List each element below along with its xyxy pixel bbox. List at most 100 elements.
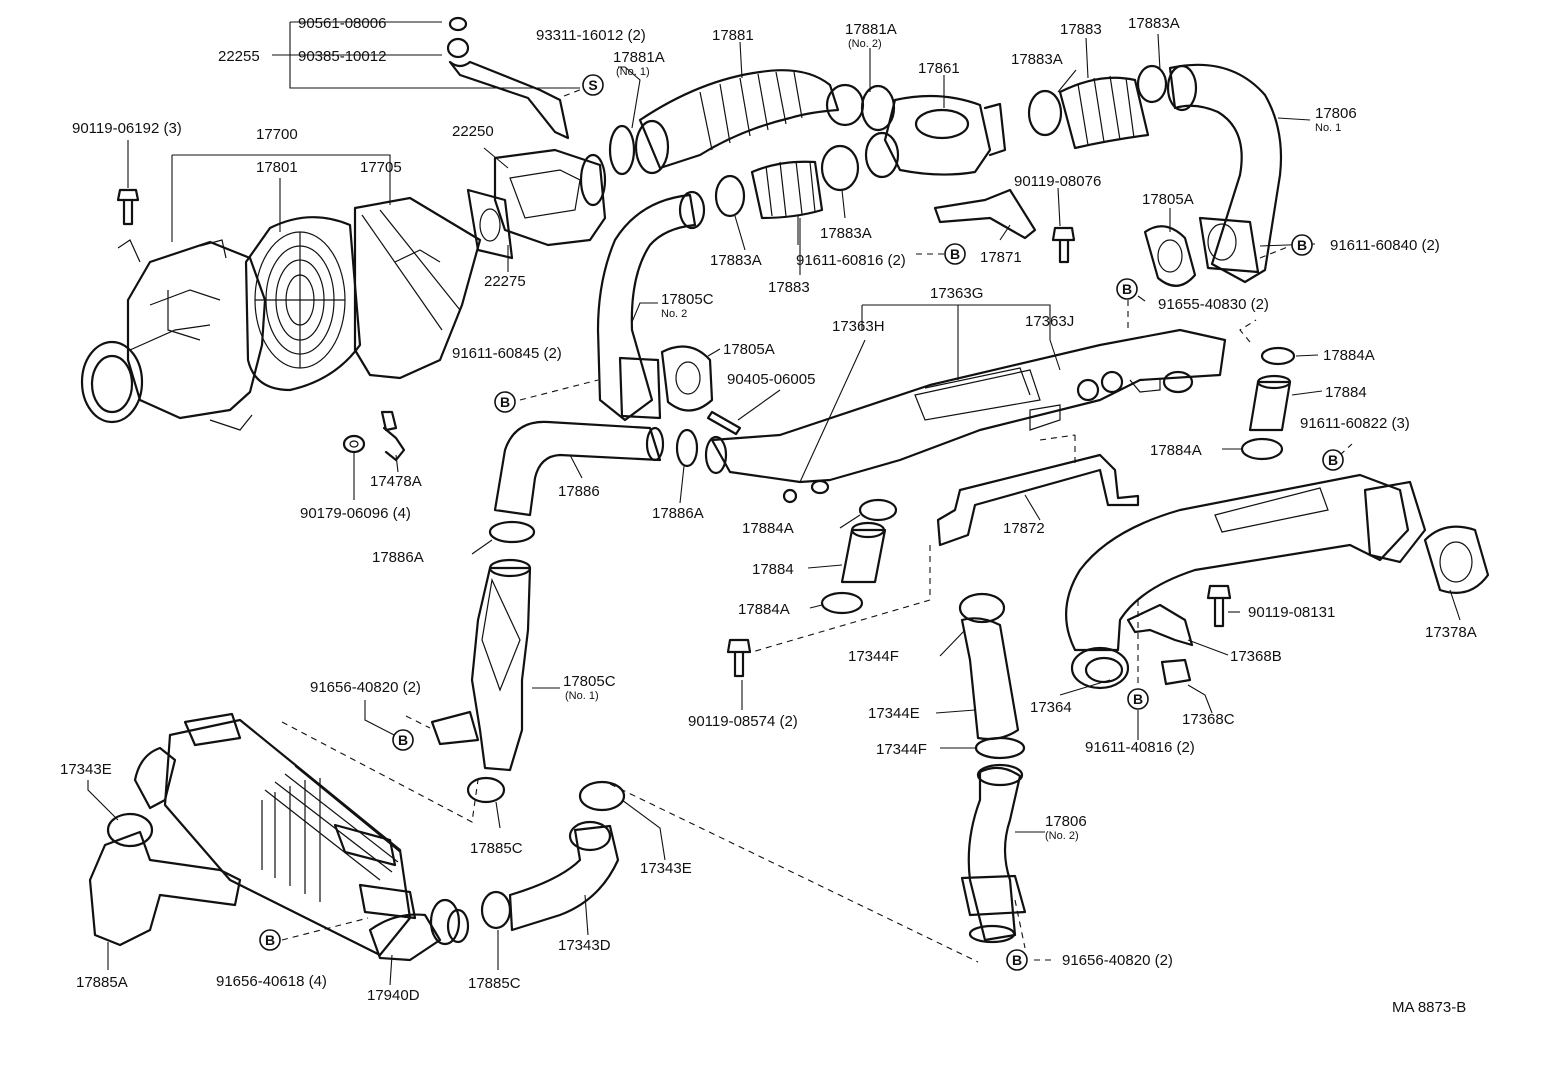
bolt-90119-08574	[726, 638, 752, 678]
svg-text:B: B	[1133, 691, 1143, 707]
label-17881a-no1-sub: (No. 1)	[616, 66, 650, 78]
label-17881a-no2-sub: (No. 2)	[848, 38, 882, 50]
label-91611-60816: 91611-60816 (2)	[796, 252, 906, 269]
label-17368c: 17368C	[1182, 711, 1235, 728]
circle-mark-b-upper-right: B	[1116, 278, 1138, 300]
label-17344f-top: 17344F	[848, 648, 899, 665]
label-17881: 17881	[712, 27, 754, 44]
label-17700: 17700	[256, 126, 298, 143]
label-91611-60822: 91611-60822 (3)	[1300, 415, 1410, 432]
label-22275: 22275	[484, 273, 526, 290]
gasket-17805a-mid	[660, 345, 714, 412]
label-90119-06192: 90119-06192 (3)	[72, 120, 182, 137]
intercooler-17940d	[163, 712, 470, 962]
hose-clamp-17886a-left	[488, 520, 536, 544]
label-17805c-no1: 17805C	[563, 673, 616, 690]
gasket-17805a-right	[1143, 225, 1197, 287]
air-hose-17883-upper	[1058, 64, 1168, 150]
svg-text:B: B	[1328, 452, 1338, 468]
air-pipe-17364	[1065, 473, 1427, 690]
label-17343e-left: 17343E	[60, 761, 112, 778]
hose-17884-center	[840, 521, 887, 584]
label-17881a-no2: 17881A	[845, 21, 897, 38]
label-22255: 22255	[218, 48, 260, 65]
label-90179-06096: 90179-06096 (4)	[300, 505, 411, 522]
label-17478a: 17478A	[370, 473, 422, 490]
label-17805a-mid: 17805A	[723, 341, 775, 358]
bracket-17872	[936, 453, 1140, 547]
label-17806-no1-sub: No. 1	[1315, 122, 1341, 134]
hose-clamp-17884a-center-lower	[820, 591, 864, 615]
label-17884a-right1: 17884A	[1323, 347, 1375, 364]
label-17885c-mid: 17885C	[470, 840, 523, 857]
label-17368b: 17368B	[1230, 648, 1282, 665]
label-17805c-no1-sub: (No. 1)	[565, 690, 599, 702]
hose-clamp-17343e-mid	[578, 780, 626, 812]
label-17885c-low: 17885C	[468, 975, 521, 992]
label-90119-08131: 90119-08131	[1248, 604, 1335, 621]
circle-mark-b-pipe-c-no1: B	[392, 729, 414, 751]
label-17806-no2: 17806	[1045, 813, 1087, 830]
label-17363j: 17363J	[1025, 313, 1074, 330]
air-filter-element	[244, 216, 362, 392]
bolt-grommet-assembly	[446, 16, 570, 140]
label-17883a-mid: 17883A	[1011, 51, 1063, 68]
air-cleaner-cap	[353, 196, 482, 432]
hose-17884-right	[1248, 374, 1292, 432]
circle-mark-b-right-pipe: B	[1322, 449, 1344, 471]
part-labels: 90561-08006 22255 90385-10012 93311-1601…	[60, 15, 1477, 1016]
label-17886a-left: 17886A	[372, 549, 424, 566]
air-tube-17886	[493, 420, 665, 517]
air-pipe-17806-no1	[1166, 63, 1283, 284]
label-22250: 22250	[452, 123, 494, 140]
nut-90179-06096	[342, 434, 366, 454]
label-93311-16012: 93311-16012 (2)	[536, 27, 646, 44]
clamp-17368c	[1160, 658, 1192, 686]
label-17801: 17801	[256, 159, 298, 176]
hose-clamp-17344f-lower	[974, 736, 1026, 760]
label-17343e-mid: 17343E	[640, 860, 692, 877]
label-17344e: 17344E	[868, 705, 920, 722]
air-pipe-17805c-no1	[430, 558, 532, 772]
bolt-90119-08076	[1051, 226, 1076, 264]
label-17363h: 17363H	[832, 318, 885, 335]
label-17886a-mid: 17886A	[652, 505, 704, 522]
svg-text:B: B	[500, 394, 510, 410]
air-pipe-17885a	[88, 746, 242, 947]
label-17705: 17705	[360, 159, 402, 176]
label-17884a-center1: 17884A	[742, 520, 794, 537]
label-17805c-no2: 17805C	[661, 291, 714, 308]
label-17884a-center2: 17884A	[738, 601, 790, 618]
label-17885a: 17885A	[76, 974, 128, 991]
label-17805c-no2-sub: No. 2	[661, 308, 687, 320]
label-91611-60840: 91611-60840 (2)	[1330, 237, 1440, 254]
label-17861: 17861	[918, 60, 960, 77]
circle-reference-marks: S B B B B B B B	[259, 74, 1344, 971]
label-17806-no1: 17806	[1315, 105, 1357, 122]
hose-clamp-17885c-low	[480, 890, 512, 930]
label-90385-10012: 90385-10012	[298, 48, 386, 65]
hose-clamp-17884a-center-upper	[858, 498, 898, 522]
svg-text:B: B	[1122, 281, 1132, 297]
label-91656-40820-left: 91656-40820 (2)	[310, 679, 421, 696]
label-17872: 17872	[1003, 520, 1045, 537]
bracket-17871	[933, 188, 1037, 240]
hose-clamp-17344f-upper	[958, 592, 1006, 624]
hose-clamp-17883a-right	[820, 131, 900, 192]
bolt-90119-08131	[1206, 584, 1232, 628]
label-17883a-low2: 17883A	[820, 225, 872, 242]
hose-clamp-17884a-right-lower	[1240, 437, 1284, 461]
label-90119-08574: 90119-08574 (2)	[688, 713, 798, 730]
svg-text:B: B	[398, 732, 408, 748]
air-pipe-17806-no2	[960, 763, 1027, 944]
air-cleaner-case	[80, 239, 267, 431]
air-pipe-17805c-no2	[596, 190, 706, 422]
part-drawings	[80, 16, 1490, 962]
svg-text:B: B	[1297, 237, 1307, 253]
gasket-22275	[466, 188, 514, 260]
drawing-code: MA 8873-B	[1392, 999, 1466, 1016]
hose-clamp-17883a-upper	[1027, 89, 1063, 137]
circle-mark-b-pipe-no1: B	[1291, 234, 1313, 256]
leader-lines	[87, 21, 1461, 986]
circle-mark-b-intercooler: B	[259, 929, 281, 951]
